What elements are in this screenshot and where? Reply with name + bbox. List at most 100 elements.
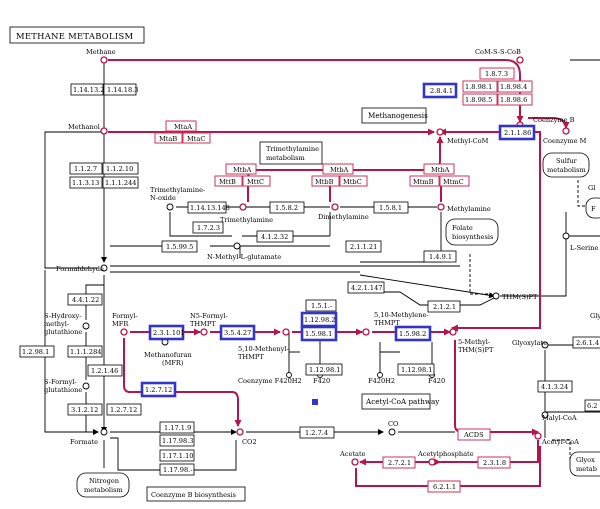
- enzyme-label[interactable]: 4.1.3.24: [541, 383, 568, 391]
- enzyme-label[interactable]: 1.5.98.2: [399, 330, 426, 338]
- compound-methane: Methane: [86, 48, 116, 56]
- enzyme-label[interactable]: 1.5.8.1: [379, 204, 402, 212]
- enzyme-label[interactable]: 1.12.98.1: [401, 366, 432, 374]
- pathway-nitrogen[interactable]: Nitrogen: [89, 477, 120, 485]
- enzyme-label[interactable]: MttC: [247, 178, 264, 186]
- compound-co: CO: [388, 420, 399, 428]
- enzyme-label[interactable]: 1.17.1.10: [162, 452, 193, 460]
- pathway-acetyl-coa[interactable]: Acetyl-CoA pathway: [365, 397, 440, 406]
- pathway-trimethylamine[interactable]: Trimethylamine: [266, 145, 319, 153]
- enzyme-label[interactable]: MtmC: [443, 178, 464, 186]
- enzyme-label[interactable]: 4.4.1.22: [72, 296, 99, 304]
- compound-methylene-thmpt: 5,10-Methylene-: [374, 311, 429, 319]
- compound-s-formyl: S-Formyl-: [44, 378, 77, 386]
- compound-methanofuran-2: (MFR): [162, 359, 184, 367]
- map-title: METHANE METABOLISM: [16, 31, 133, 41]
- pathway-methanogenesis[interactable]: Methanogenesis: [368, 111, 428, 120]
- enzyme-label[interactable]: 1.12.98.2: [304, 316, 335, 324]
- enzyme-label[interactable]: 1.14.13.148: [190, 204, 230, 212]
- enzyme-label[interactable]: MtbB: [315, 178, 334, 186]
- enzyme-label[interactable]: 1.1.1.244: [105, 179, 136, 187]
- enzyme-label[interactable]: 2.1.1.86: [504, 129, 531, 137]
- enzyme-label[interactable]: MttB: [219, 178, 236, 186]
- enzyme-label[interactable]: MtbA: [330, 166, 349, 174]
- compound-l-serine: L-Serine: [570, 244, 599, 252]
- enzyme-label[interactable]: MtaC: [187, 135, 205, 143]
- enzyme-label[interactable]: 1.14.18.3: [107, 86, 138, 94]
- enzyme-label[interactable]: 6.2.1.1: [433, 483, 456, 491]
- enzyme-boxes[interactable]: 1.14.13.25 1.14.18.3 1.8.7.3 1.8.98.1 1.…: [19, 67, 600, 493]
- enzyme-label[interactable]: 4.2.1.147: [351, 284, 382, 292]
- enzyme-label[interactable]: 1.5.8.2: [275, 204, 298, 212]
- enzyme-label[interactable]: 2.3.1.101: [153, 329, 184, 337]
- compound-f420-a: F420: [313, 377, 330, 385]
- enzyme-label[interactable]: 1.14.13.25: [73, 86, 109, 94]
- compound-formyl-mfr-2: MFR: [112, 320, 129, 328]
- compound-f420-b: F420: [428, 377, 445, 385]
- enzyme-label[interactable]: 1.12.98.1: [309, 366, 340, 374]
- enzyme-label[interactable]: 2.1.1.21: [350, 243, 377, 251]
- pathway-nitrogen-2[interactable]: metabolism: [84, 486, 124, 494]
- pathway-coenzyme-b[interactable]: Coenzyme B biosynthesis: [151, 491, 237, 499]
- enzyme-label[interactable]: MtbA: [431, 166, 450, 174]
- enzyme-label[interactable]: 1.17.98.3: [162, 437, 193, 445]
- pathway-glyox[interactable]: Glyox: [576, 456, 595, 464]
- enzyme-label[interactable]: 1.5.98.1: [305, 330, 332, 338]
- enzyme-label[interactable]: MtaA: [174, 123, 192, 131]
- enzyme-label[interactable]: 1.1.2.7: [74, 165, 97, 173]
- compound-s-hydroxymethyl-3: glutathione: [44, 328, 82, 336]
- enzyme-label[interactable]: MtmB: [413, 178, 434, 186]
- enzyme-label[interactable]: MtaB: [159, 135, 177, 143]
- enzyme-label[interactable]: 1.8.98.1: [465, 83, 492, 91]
- pathway-folate[interactable]: Folate: [452, 224, 473, 232]
- pathway-glyox-2[interactable]: metab: [576, 465, 597, 473]
- enzyme-label[interactable]: 1.2.98.1: [22, 348, 49, 356]
- pathway-folate-2[interactable]: biosynthesis: [452, 233, 494, 241]
- compound-edge-glyc: Glyc: [590, 312, 600, 320]
- enzyme-label[interactable]: 1.2.7.12: [110, 406, 137, 414]
- enzyme-label[interactable]: MtbC: [343, 178, 362, 186]
- compound-acetylphosphate: Acetylphosphate: [417, 450, 474, 458]
- compound-methylene-thmpt-2: THMPT: [374, 319, 400, 327]
- enzyme-label[interactable]: 6.2: [587, 402, 598, 410]
- enzyme-label[interactable]: 1.8.7.3: [485, 70, 508, 78]
- enzyme-label[interactable]: 4.1.2.32: [261, 233, 288, 241]
- pathway-sulfur[interactable]: Sulfur: [556, 157, 578, 165]
- enzyme-label[interactable]: 1.1.3.13: [72, 179, 99, 187]
- enzyme-label[interactable]: 1.2.1.46: [91, 367, 118, 375]
- enzyme-label[interactable]: 1.2.7.12: [145, 386, 172, 394]
- enzyme-label[interactable]: 3.5.4.27: [224, 329, 251, 337]
- enzyme-label[interactable]: 3.1.2.12: [71, 406, 98, 414]
- enzyme-label[interactable]: 2.3.1.8: [483, 459, 506, 467]
- compound-edge-gl: Gl: [588, 184, 595, 192]
- enzyme-label[interactable]: 1.8.98.5: [465, 96, 492, 104]
- compound-s-hydroxymethyl: S-Hydroxy-: [44, 312, 81, 320]
- enzyme-label[interactable]: 1.17.1.9: [164, 424, 191, 432]
- enzyme-label[interactable]: 1.2.7.4: [305, 429, 328, 437]
- compound-trimethylamine-noxide-2: N-oxide: [150, 194, 176, 202]
- enzyme-label[interactable]: 1.5.1.-: [311, 302, 332, 310]
- enzyme-label[interactable]: 2.8.4.1: [430, 87, 453, 95]
- pathway-links[interactable]: Methanogenesis Trimethylaminemetabolism …: [76, 107, 600, 502]
- enzyme-label[interactable]: 1.8.98.4: [500, 83, 527, 91]
- pathway-edge-f[interactable]: F: [591, 205, 596, 213]
- enzyme-label[interactable]: 2.1.2.1: [433, 303, 456, 311]
- enzyme-label[interactable]: 1.1.1.284: [70, 348, 101, 356]
- enzyme-label[interactable]: 2.7.2.1: [388, 459, 411, 467]
- enzyme-label[interactable]: 1.5.99.5: [166, 243, 193, 251]
- pathway-trimethylamine-2[interactable]: metabolism: [266, 154, 306, 162]
- compound-f420h2: F420H2: [368, 377, 395, 385]
- compound-methenyl-thmpt: 5,10-Methenyl-: [238, 345, 289, 353]
- compound-trimethylamine: Trimethylamine: [220, 216, 273, 224]
- enzyme-label[interactable]: 1.8.98.6: [500, 96, 527, 104]
- enzyme-label[interactable]: 1.7.2.3: [197, 224, 220, 232]
- enzyme-label[interactable]: 1.1.2.10: [106, 165, 133, 173]
- enzyme-label[interactable]: 2.6.1.4: [576, 339, 599, 347]
- enzyme-label[interactable]: MtbA: [233, 166, 252, 174]
- compound-acetyl-coa: Acetyl-CoA: [541, 438, 579, 446]
- enzyme-label[interactable]: ACDS: [463, 431, 484, 439]
- enzyme-label[interactable]: 1.4.9.1: [429, 253, 452, 261]
- enzyme-label[interactable]: 1.17.98.-: [163, 466, 193, 474]
- pathway-sulfur-2[interactable]: metabolism: [547, 166, 587, 174]
